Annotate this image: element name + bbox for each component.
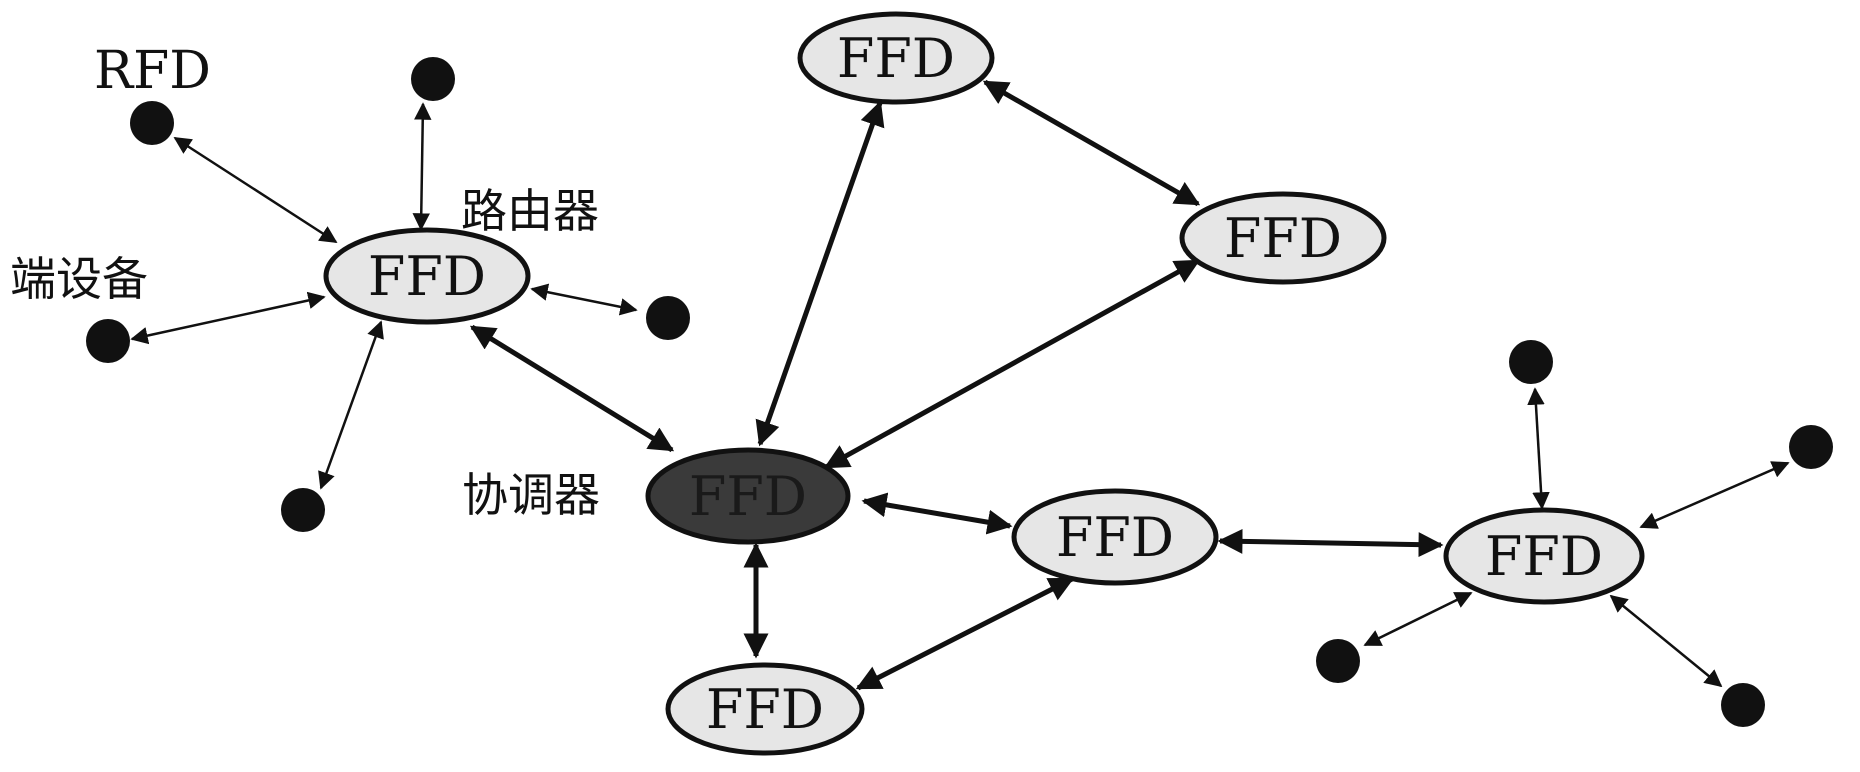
rfd-node xyxy=(646,296,690,340)
rfd-node xyxy=(1721,683,1765,727)
link-coordinator-ffd-right xyxy=(823,258,1201,470)
coordinator-annotation: 协调器 xyxy=(462,468,600,522)
rfd-node xyxy=(86,319,130,363)
ffd-label: FFD xyxy=(368,245,486,308)
link-coordinator-router xyxy=(469,324,675,453)
rfd-links xyxy=(130,102,1790,688)
rfd-node xyxy=(281,488,325,532)
link-coordinator-ffd-top xyxy=(755,100,885,447)
link-router-rfd-4 xyxy=(530,283,638,316)
rfd-node xyxy=(130,101,174,145)
ffd-label: FFD xyxy=(1056,506,1174,569)
ffd-links xyxy=(469,79,1444,691)
link-ffd-middle-ffd-bottom xyxy=(855,576,1075,691)
link-coordinator-ffd-middle xyxy=(861,492,1013,535)
link-router-rfd-3 xyxy=(130,291,326,345)
link-ffd-middle-ffd-far-right xyxy=(1217,528,1444,558)
ffd-label: FFD xyxy=(1485,525,1603,588)
ffd-label: FFD xyxy=(1224,207,1342,270)
rfd-node xyxy=(1316,639,1360,683)
ffd-label: FFD xyxy=(837,27,955,90)
rfd-node xyxy=(1789,425,1833,469)
ffd-node-coordinator: FFD xyxy=(645,447,851,545)
ffd-node-middle: FFD xyxy=(1011,488,1219,586)
link-far-right-rfd-2 xyxy=(1639,461,1790,529)
link-router-rfd-1 xyxy=(173,136,338,244)
link-ffd-top-ffd-right xyxy=(982,79,1201,207)
link-router-rfd-2 xyxy=(412,102,432,231)
rfd-node xyxy=(411,57,455,101)
router-annotation: 路由器 xyxy=(461,184,599,238)
rfd-nodes xyxy=(86,57,1833,727)
ffd-node-far-right: FFD xyxy=(1443,507,1645,605)
rfd-node xyxy=(1509,340,1553,384)
link-router-rfd-5 xyxy=(318,320,384,490)
end-device-annotation: 端设备 xyxy=(10,252,148,306)
ffd-nodes: FFD FFD FFD FFD FFD FFD FFD xyxy=(323,11,1645,756)
annotations: RFD 路由器 端设备 协调器 xyxy=(10,41,600,522)
rfd-annotation: RFD xyxy=(94,41,211,101)
ffd-node-top: FFD xyxy=(797,11,995,105)
ffd-label: FFD xyxy=(689,465,807,528)
link-far-right-rfd-1 xyxy=(1527,387,1550,510)
ffd-node-router: FFD xyxy=(323,227,531,325)
ffd-node-bottom: FFD xyxy=(665,662,865,756)
ffd-label: FFD xyxy=(706,678,824,741)
link-far-right-rfd-3 xyxy=(1363,591,1473,647)
ffd-node-right: FFD xyxy=(1179,191,1387,285)
link-far-right-rfd-4 xyxy=(1609,594,1723,688)
